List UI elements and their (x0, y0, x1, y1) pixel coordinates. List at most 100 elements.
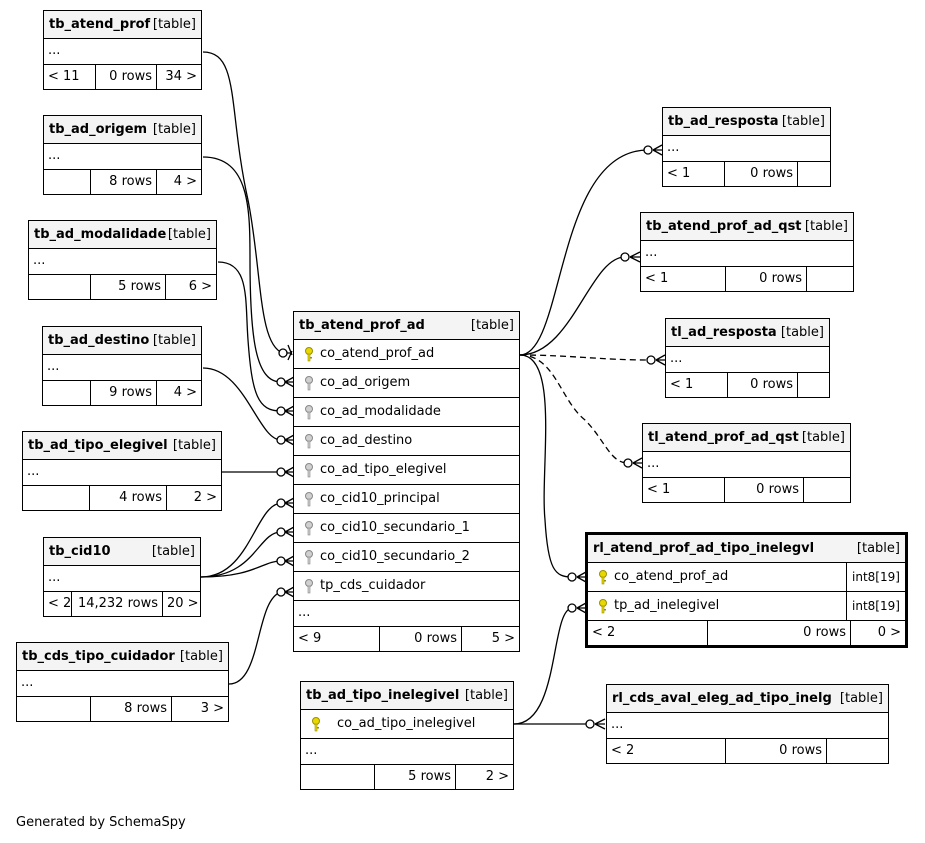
column-row[interactable]: co_cid10_principal (294, 485, 519, 514)
column-row[interactable]: co_cid10_secundario_2 (294, 543, 519, 572)
column-row[interactable]: co_atend_prof_ad (294, 340, 519, 369)
children-count[interactable]: 20 > (167, 596, 199, 611)
table-tb-atend-prof[interactable]: tb_atend_prof[table] ... < 11 0 rows 34 … (43, 10, 202, 90)
parents-count[interactable]: < 2 (44, 592, 72, 616)
table-tl-ad-resposta[interactable]: tl_ad_resposta[table] ... < 1 0 rows (665, 318, 830, 398)
table-name: tb_ad_tipo_elegivel (28, 438, 168, 453)
crows-foot (284, 376, 295, 388)
table-footer: 5 rows 6 > (29, 275, 216, 299)
table-tb-cid10[interactable]: tb_cid10[table] ... < 2 14,232 rows 20 > (43, 537, 201, 617)
table-tl-atend-prof-ad-qst[interactable]: tl_atend_prof_ad_qst[table] ... < 1 0 ro… (642, 423, 851, 503)
table-tb-atend-prof-ad-qst[interactable]: tb_atend_prof_ad_qst[table] ... < 1 0 ro… (640, 212, 854, 292)
column-name: tp_cds_cuidador (320, 578, 426, 593)
parents-count[interactable]: < 1 (643, 478, 725, 502)
row-count: 0 rows (725, 478, 804, 502)
children-count[interactable]: 2 > (193, 490, 217, 505)
row-count: 0 rows (726, 739, 827, 763)
table-tb-atend-prof-ad[interactable]: tb_atend_prof_ad[table] co_atend_prof_ad… (293, 311, 520, 652)
column-row[interactable]: co_atend_prof_ad int8[19] (588, 563, 905, 592)
column-row[interactable]: co_ad_destino (294, 427, 519, 456)
table-tb-ad-tipo-inelegivel[interactable]: tb_ad_tipo_inelegivel[table] co_ad_tipo_… (300, 681, 514, 790)
parents-count[interactable]: < 9 (294, 627, 380, 651)
parents-count[interactable]: < 2 (607, 739, 726, 763)
column-type: int8[19] (846, 592, 905, 620)
table-kind: [table] (152, 122, 196, 137)
column-type: int8[19] (846, 563, 905, 591)
column-row[interactable]: co_ad_modalidade (294, 398, 519, 427)
relation-line (519, 354, 629, 464)
optional-circle (643, 145, 653, 155)
crows-foot (632, 457, 643, 469)
table-tb-ad-destino[interactable]: tb_ad_destino[table] ... 9 rows 4 > (42, 326, 202, 406)
table-tb-cds-tipo-cuidador[interactable]: tb_cds_tipo_cuidador[table] ... 8 rows 3… (16, 642, 229, 722)
key-icon (305, 376, 313, 391)
parents-count (43, 381, 91, 405)
crows-foot (655, 354, 666, 366)
key-icon (305, 434, 313, 449)
table-tb-ad-resposta[interactable]: tb_ad_resposta[table] ... < 1 0 rows (662, 107, 831, 187)
table-kind: [table] (464, 688, 508, 703)
key-icon (312, 717, 320, 732)
row-count: 0 rows (728, 373, 798, 397)
ellipsis-row: ... (641, 241, 853, 267)
column-name: tp_ad_inelegivel (614, 598, 720, 613)
children-count[interactable]: 5 > (491, 631, 515, 646)
column-row[interactable]: co_ad_tipo_inelegivel (301, 710, 513, 739)
column-row[interactable]: co_ad_origem (294, 369, 519, 398)
column-row[interactable]: co_cid10_secundario_1 (294, 514, 519, 543)
column-name: co_ad_destino (320, 433, 413, 448)
children-count (798, 162, 830, 186)
row-count: 0 rows (380, 627, 462, 651)
parents-count (23, 486, 90, 510)
table-header: tb_atend_prof_ad[table] (294, 312, 519, 340)
relation-line (202, 156, 282, 383)
column-name: co_ad_tipo_elegivel (320, 462, 447, 477)
children-count[interactable]: 6 > (188, 279, 212, 294)
optional-circle (623, 458, 633, 468)
column-name: co_atend_prof_ad (614, 569, 729, 584)
table-tb-ad-tipo-elegivel[interactable]: tb_ad_tipo_elegivel[table] ... 4 rows 2 … (22, 431, 222, 511)
parents-count (17, 697, 91, 721)
optional-circle (276, 556, 286, 566)
table-header: tl_atend_prof_ad_qst[table] (643, 424, 850, 452)
parents-count (29, 275, 91, 299)
table-rl-cds-aval-eleg-ad-tipo-inelg[interactable]: rl_cds_aval_eleg_ad_tipo_inelg[table] ..… (606, 684, 889, 764)
parents-count[interactable]: < 2 (588, 621, 708, 645)
ellipsis-row: ... (44, 39, 201, 65)
children-count[interactable]: 4 > (173, 174, 197, 189)
column-row[interactable]: tp_ad_inelegivel int8[19] (588, 592, 905, 621)
row-count: 8 rows (91, 697, 172, 721)
table-tb-ad-origem[interactable]: tb_ad_origem[table] ... 8 rows 4 > (43, 115, 202, 195)
column-row[interactable]: tp_cds_cuidador (294, 572, 519, 601)
table-kind: [table] (152, 17, 196, 32)
children-count[interactable]: 34 > (165, 69, 197, 84)
parents-count[interactable]: < 11 (44, 65, 96, 89)
row-count: 0 rows (708, 621, 851, 645)
relation-line (200, 560, 282, 578)
children-count[interactable]: 2 > (485, 769, 509, 784)
table-header: tb_cid10[table] (44, 538, 200, 566)
table-footer: < 1 0 rows (643, 478, 850, 502)
ellipsis-row: ... (301, 739, 513, 765)
table-rl-atend-prof-ad-tipo-inelegvl[interactable]: rl_atend_prof_ad_tipo_inelegvl[table] co… (585, 532, 908, 648)
table-kind: [table] (167, 227, 211, 242)
children-count[interactable]: 3 > (200, 701, 224, 716)
parents-count[interactable]: < 1 (666, 373, 728, 397)
crows-foot (284, 405, 295, 417)
ellipsis-row: ... (43, 355, 201, 381)
table-kind: [table] (152, 333, 196, 348)
row-count: 4 rows (90, 486, 167, 510)
ellipsis-row: ... (607, 713, 888, 739)
parents-count[interactable]: < 1 (641, 267, 726, 291)
children-count[interactable]: 4 > (173, 385, 197, 400)
key-icon (305, 492, 313, 507)
row-count: 0 rows (726, 267, 807, 291)
relation-line (519, 354, 652, 361)
column-row[interactable]: co_ad_tipo_elegivel (294, 456, 519, 485)
table-tb-ad-modalidade[interactable]: tb_ad_modalidade[table] ... 5 rows 6 > (28, 220, 217, 300)
table-footer: < 2 0 rows (607, 739, 888, 763)
optional-circle (276, 498, 286, 508)
table-footer: 9 rows 4 > (43, 381, 201, 405)
parents-count[interactable]: < 1 (663, 162, 725, 186)
key-icon (305, 405, 313, 420)
